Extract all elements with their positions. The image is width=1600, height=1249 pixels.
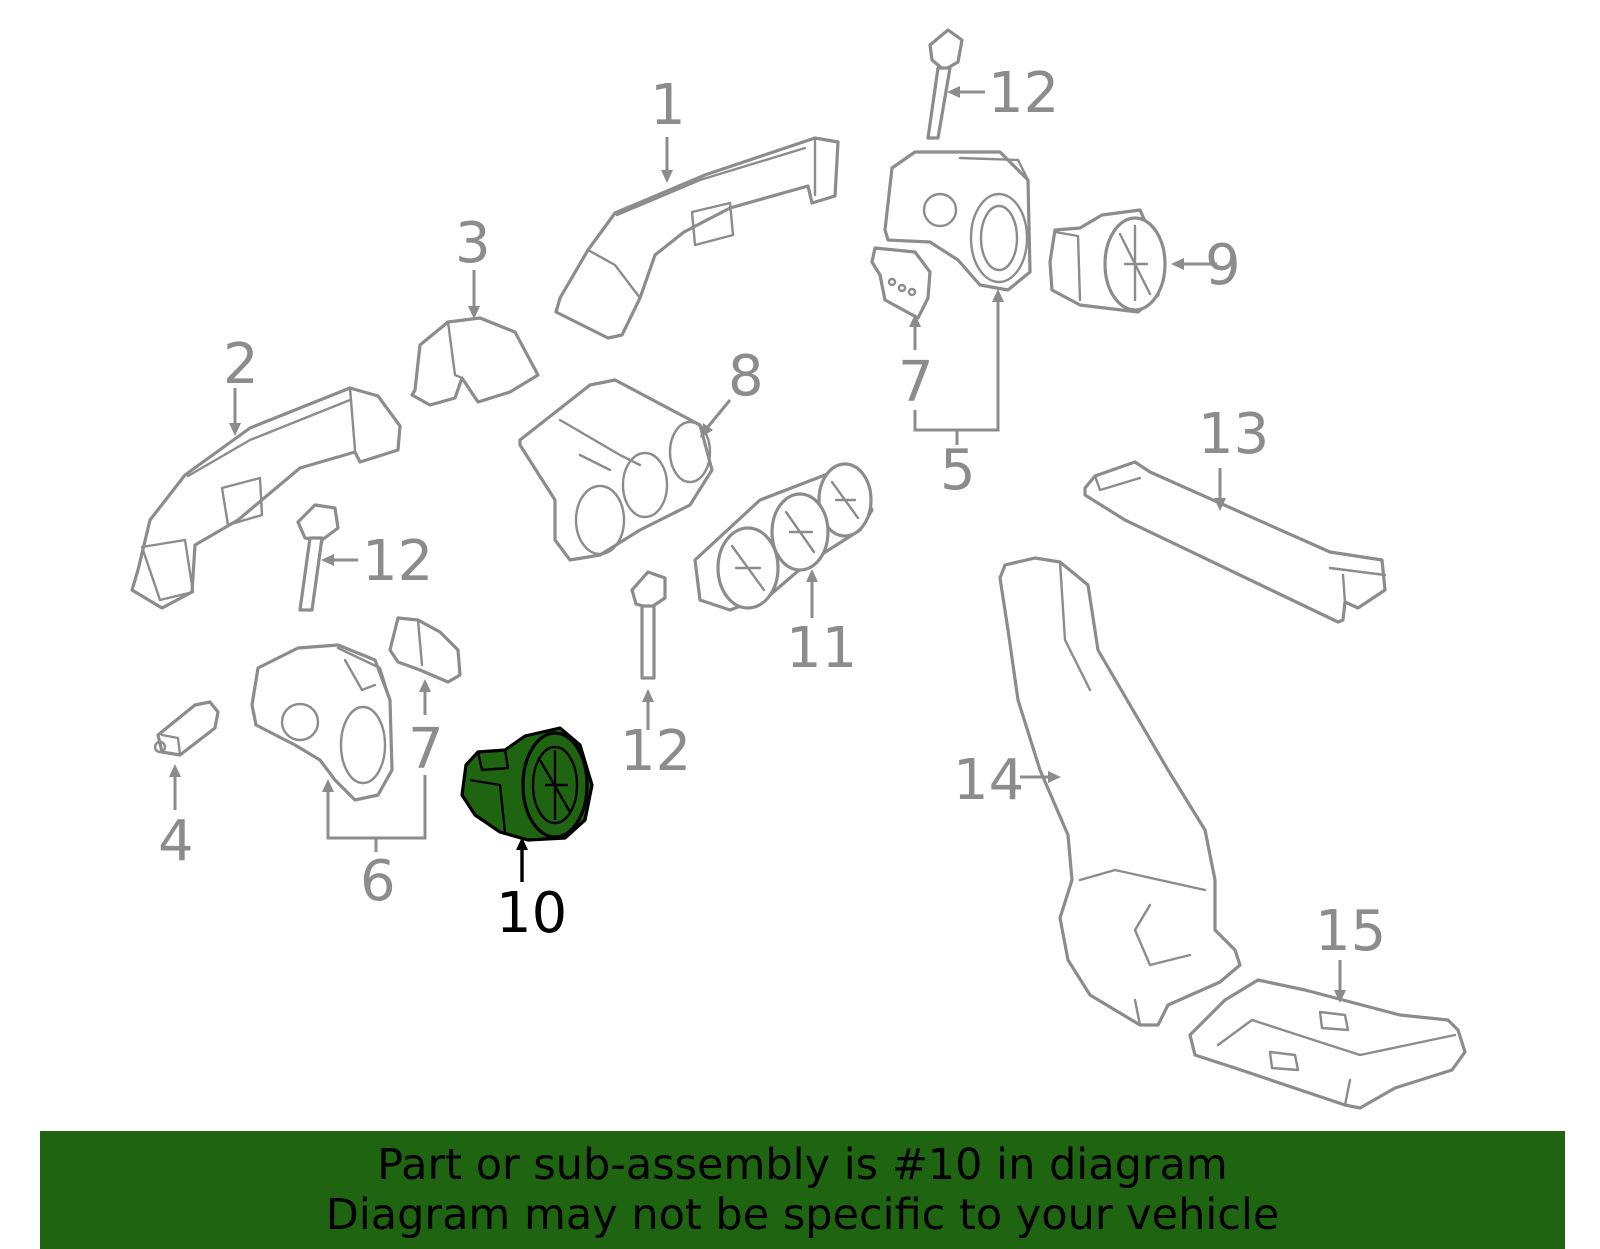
arrowhead-7-left — [419, 679, 431, 692]
arrowhead-9 — [1171, 258, 1184, 270]
callout-7-left: 7 — [408, 717, 444, 782]
arrowhead-10 — [516, 837, 528, 850]
banner-line-1: Part or sub-assembly is #10 in diagram — [377, 1140, 1228, 1190]
arrowhead-7-top — [909, 314, 921, 327]
arrowhead-15 — [1334, 990, 1346, 1003]
part-14-floor-duct[interactable] — [998, 556, 1242, 1027]
banner-line-2: Diagram may not be specific to your vehi… — [325, 1190, 1280, 1240]
part-2-left-duct[interactable] — [130, 386, 402, 610]
part-6-left-vent-housing[interactable] — [250, 643, 394, 802]
part-1-upper-duct[interactable] — [554, 136, 840, 340]
part-11-vent-cluster[interactable] — [693, 462, 874, 612]
callout-4: 4 — [158, 809, 194, 874]
callout-5: 5 — [940, 438, 976, 503]
part-15-floor-outlet[interactable] — [1188, 978, 1467, 1110]
leader-8 — [705, 399, 732, 429]
arrowhead-8 — [700, 423, 713, 438]
callout-9: 9 — [1205, 233, 1241, 298]
arrowhead-5 — [992, 289, 1004, 302]
part-3-duct-cover[interactable] — [410, 316, 540, 407]
arrowhead-4 — [169, 764, 181, 777]
arrowhead-11 — [806, 569, 818, 582]
callout-3: 3 — [455, 211, 491, 276]
callout-13: 13 — [1198, 402, 1269, 467]
arrowhead-6 — [322, 779, 334, 792]
arrowhead-1 — [661, 170, 673, 183]
callout-11: 11 — [786, 616, 857, 681]
part-10-highlighted-vent[interactable] — [460, 726, 594, 842]
arrowhead-14 — [1048, 771, 1061, 783]
info-banner: Part or sub-assembly is #10 in diagram D… — [40, 1131, 1565, 1249]
arrowhead-13 — [1214, 498, 1226, 511]
callout-7-top: 7 — [898, 350, 934, 415]
part-13-upper-floor-duct[interactable] — [1083, 460, 1387, 624]
arrowhead-2 — [229, 423, 241, 436]
callout-8: 8 — [728, 344, 764, 409]
callout-2: 2 — [223, 332, 259, 397]
callout-15: 15 — [1315, 899, 1386, 964]
part-8-center-vent-housing[interactable] — [518, 378, 714, 562]
callout-12-left: 12 — [362, 529, 433, 594]
callout-1: 1 — [650, 73, 686, 138]
part-9-right-vent[interactable] — [1048, 208, 1167, 314]
arrowhead-12-left — [321, 554, 334, 566]
arrowhead-12-top — [947, 86, 960, 98]
callout-12-top: 12 — [988, 61, 1059, 126]
callout-14: 14 — [953, 748, 1024, 813]
part-5-right-vent-housing[interactable] — [883, 150, 1032, 292]
callout-12-center: 12 — [620, 719, 691, 784]
part-12-clip-top[interactable] — [926, 28, 964, 140]
part-12-clip-left[interactable] — [296, 503, 340, 612]
part-7-gasket-left[interactable] — [388, 616, 462, 684]
part-4-sensor[interactable] — [153, 700, 220, 757]
info-banner-background — [40, 1131, 1565, 1249]
callout-6: 6 — [360, 849, 396, 914]
arrowhead-12-center — [642, 689, 654, 702]
callout-10: 10 — [496, 881, 567, 946]
part-7-gasket-top[interactable] — [870, 246, 932, 320]
arrowhead-3 — [468, 306, 480, 319]
part-12-clip-center[interactable] — [630, 570, 667, 680]
